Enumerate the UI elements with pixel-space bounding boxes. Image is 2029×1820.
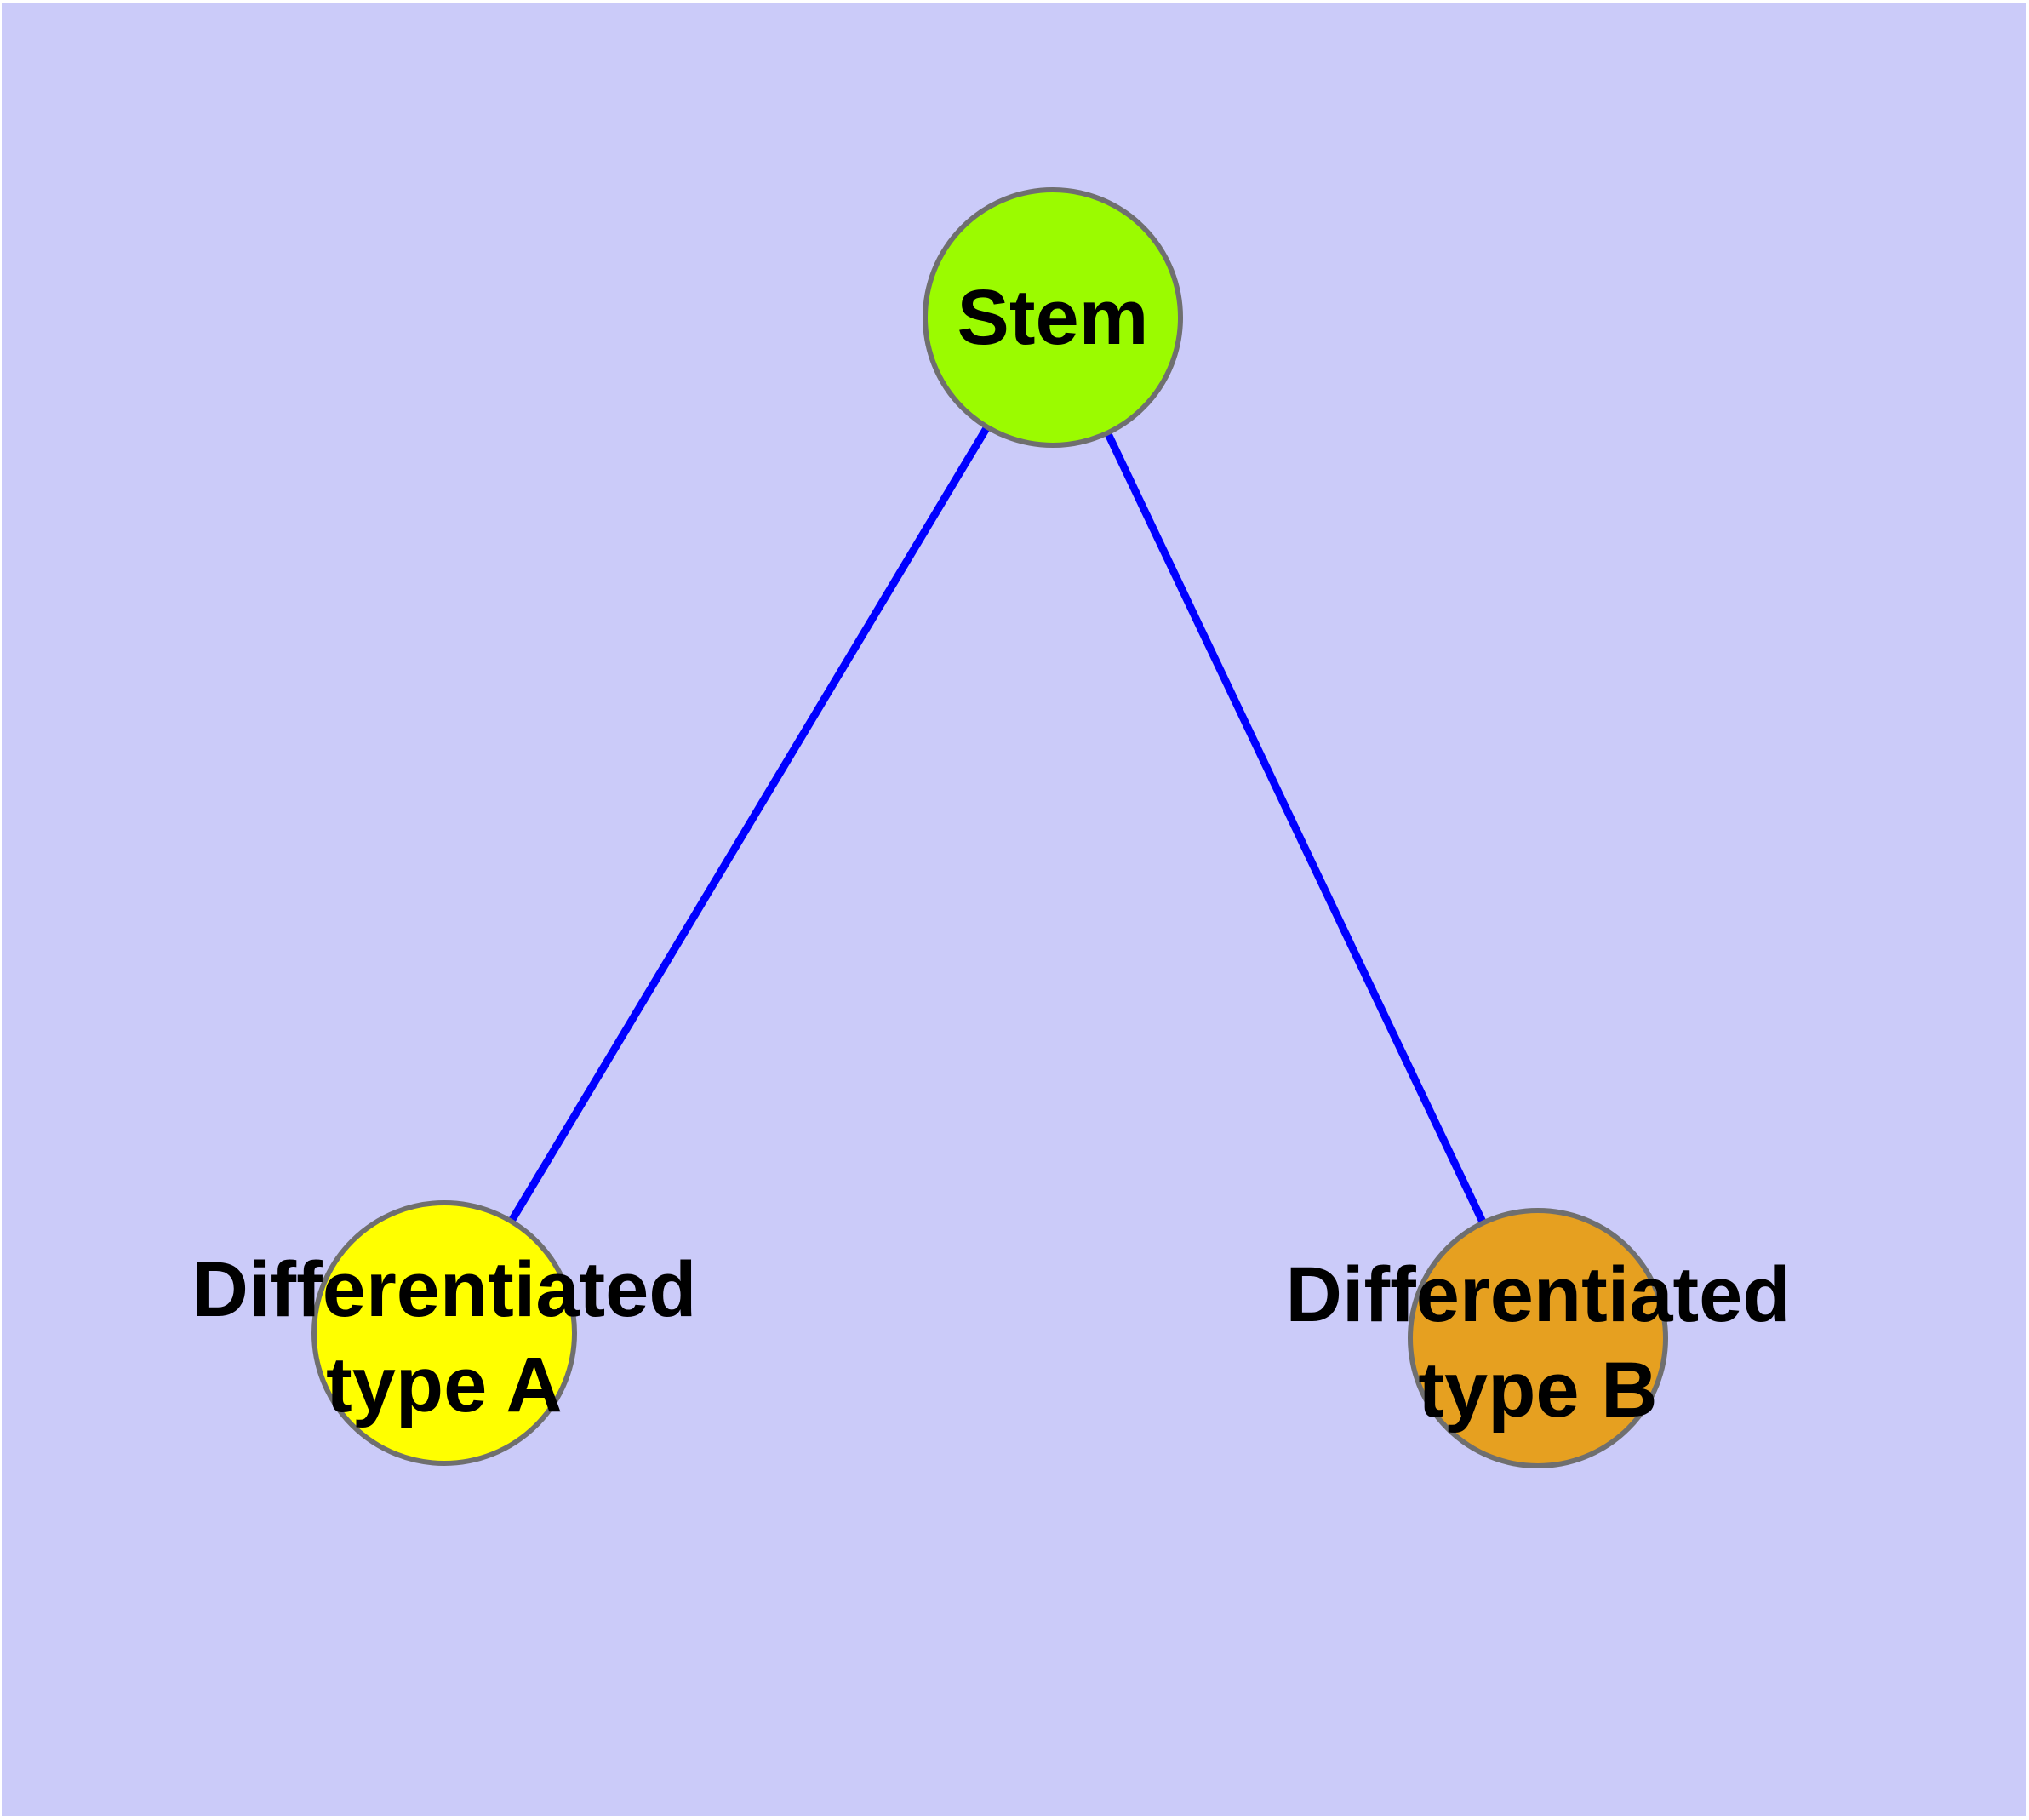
type-a-node-label-line1: Differentiated [192, 1246, 697, 1333]
type-b-node-label-line1: Differentiated [1286, 1251, 1791, 1338]
type-b-node-label-line2: type B [1418, 1347, 1657, 1434]
node-differentiated-type-a [311, 1200, 577, 1466]
node-differentiated-type-b [1408, 1208, 1668, 1468]
stem-node-label: Stem [957, 274, 1149, 361]
node-stem [923, 187, 1183, 448]
edge-stem-to-type-a [441, 315, 1056, 1336]
edge-stem-to-type-b [1049, 316, 1542, 1340]
type-a-node-label-line2: type A [326, 1342, 563, 1428]
